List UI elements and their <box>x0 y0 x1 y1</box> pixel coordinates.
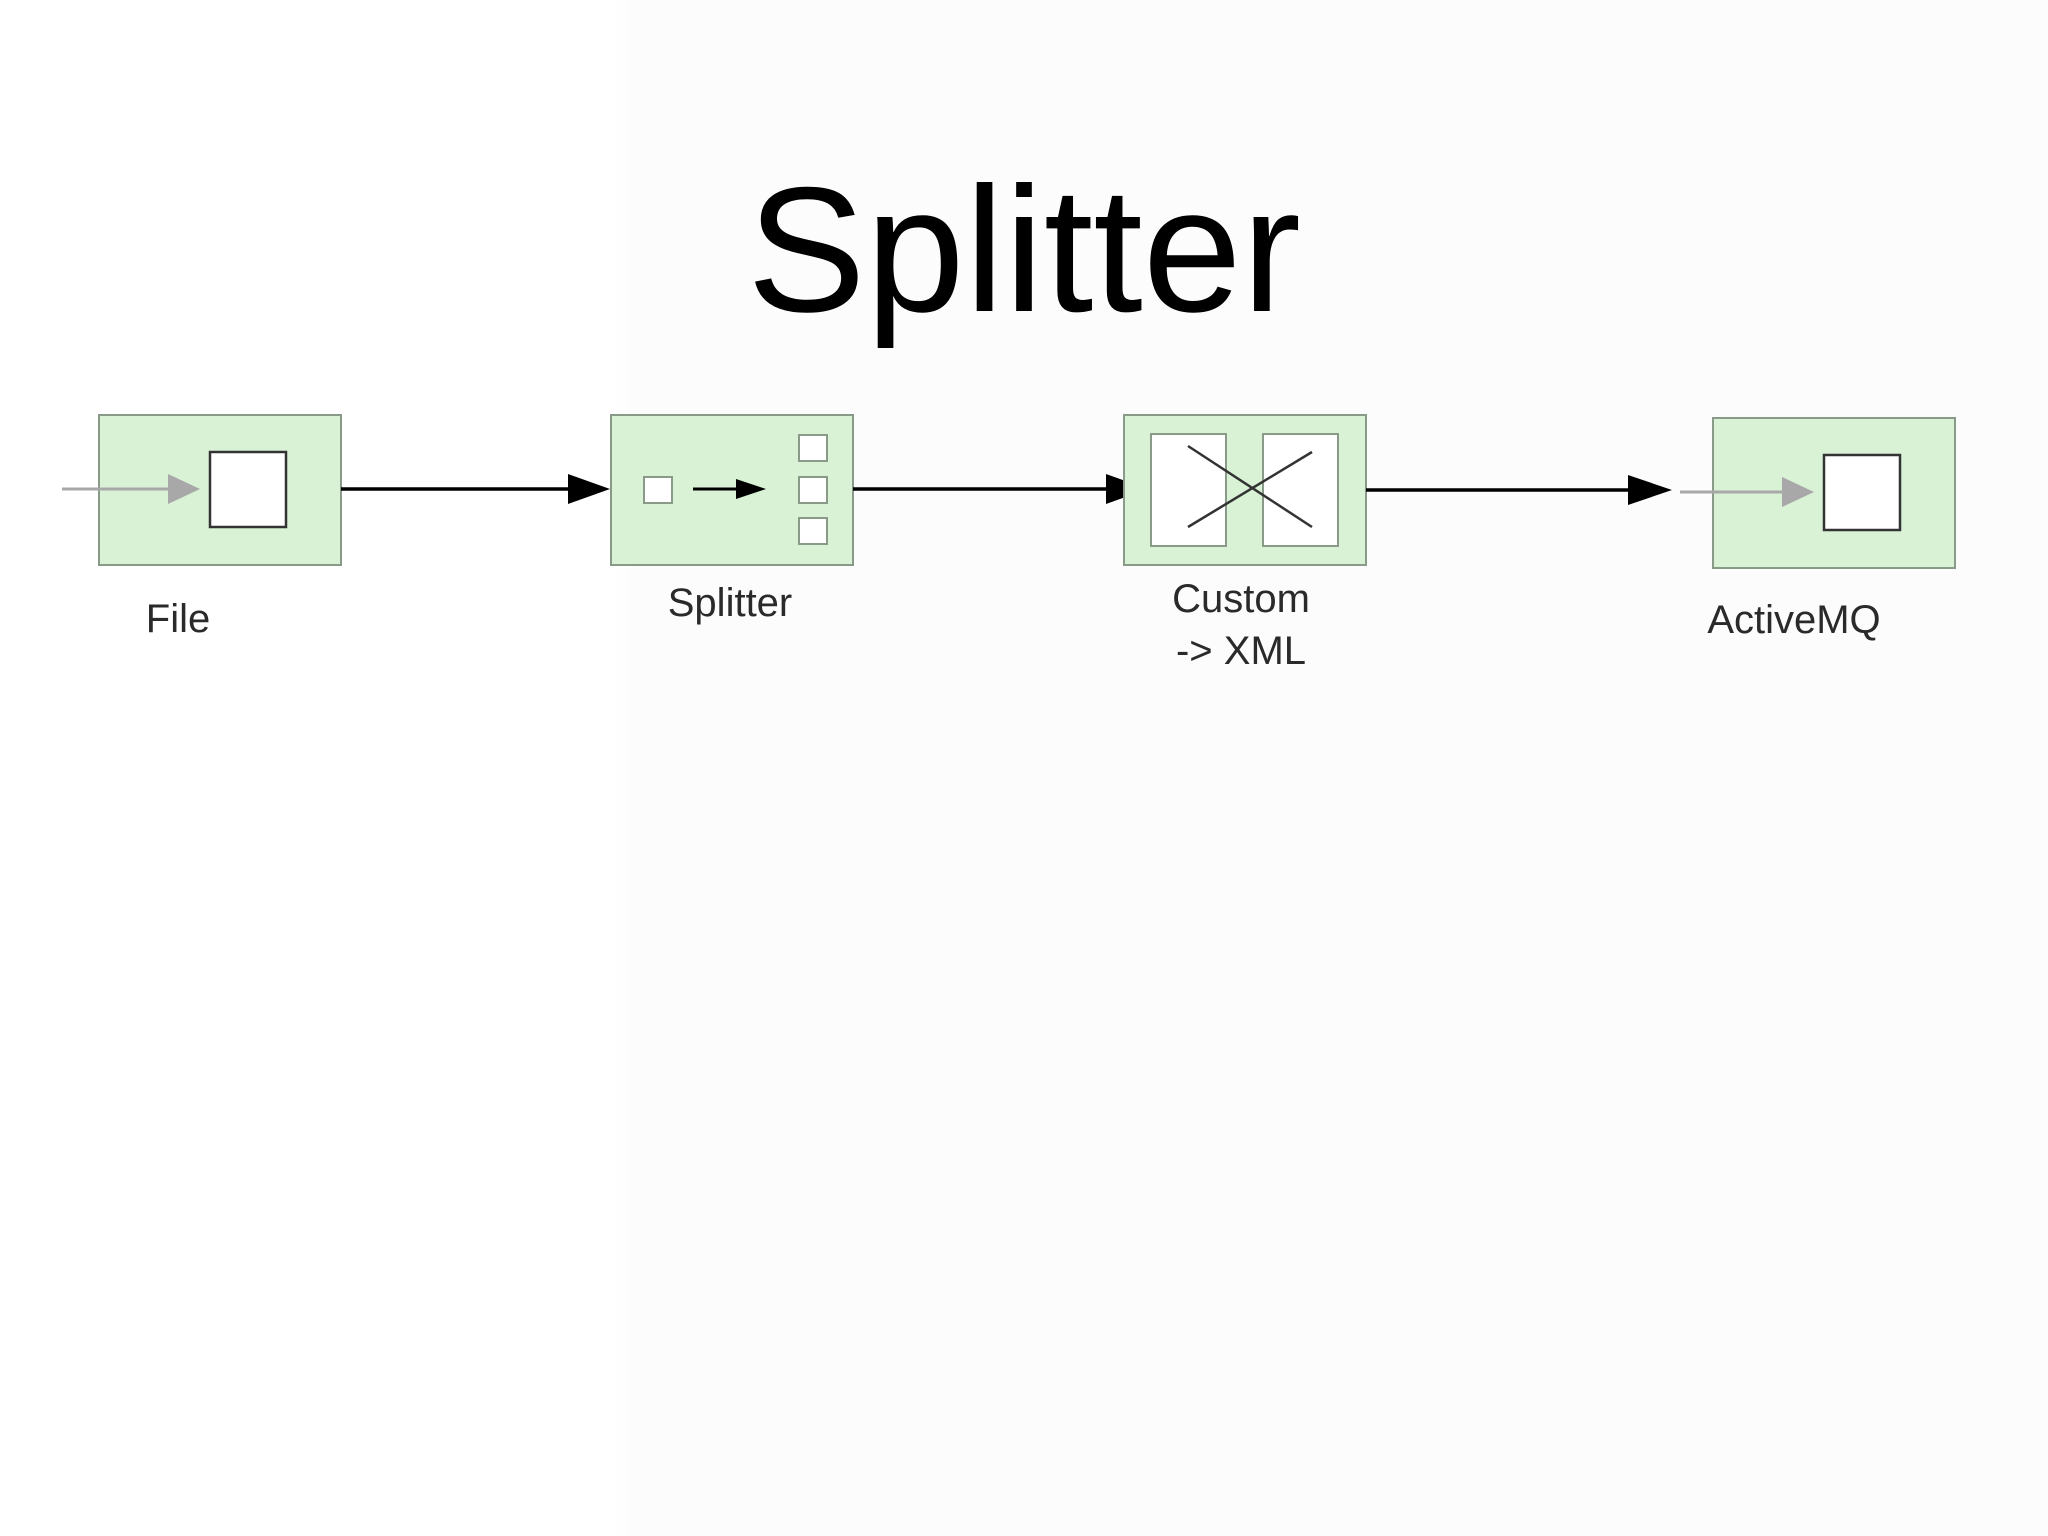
node-activemq-label: ActiveMQ <box>1707 598 1880 642</box>
message-translator-icon <box>1150 433 1339 547</box>
endpoint-box-icon <box>208 450 288 529</box>
node-activemq: ActiveMQ <box>1680 417 1956 642</box>
node-custom: Custom -> XML <box>1123 414 1367 673</box>
node-file-label: File <box>146 597 210 641</box>
node-custom-label-line2: -> XML <box>1176 629 1306 673</box>
endpoint-box-icon <box>1822 453 1902 532</box>
slide-title: Splitter <box>747 150 1301 349</box>
connector-splitter-custom <box>853 474 1148 504</box>
splitter-icon <box>643 434 828 545</box>
node-splitter: Splitter <box>610 414 854 625</box>
connector-file-splitter <box>341 474 610 504</box>
node-splitter-label: Splitter <box>668 581 793 625</box>
endpoint-arrow-icon <box>62 474 200 504</box>
connector-custom-activemq <box>1366 475 1672 505</box>
node-custom-label-line1: Custom <box>1172 577 1310 621</box>
node-file: File <box>62 414 342 641</box>
endpoint-arrow-icon <box>1680 477 1814 507</box>
